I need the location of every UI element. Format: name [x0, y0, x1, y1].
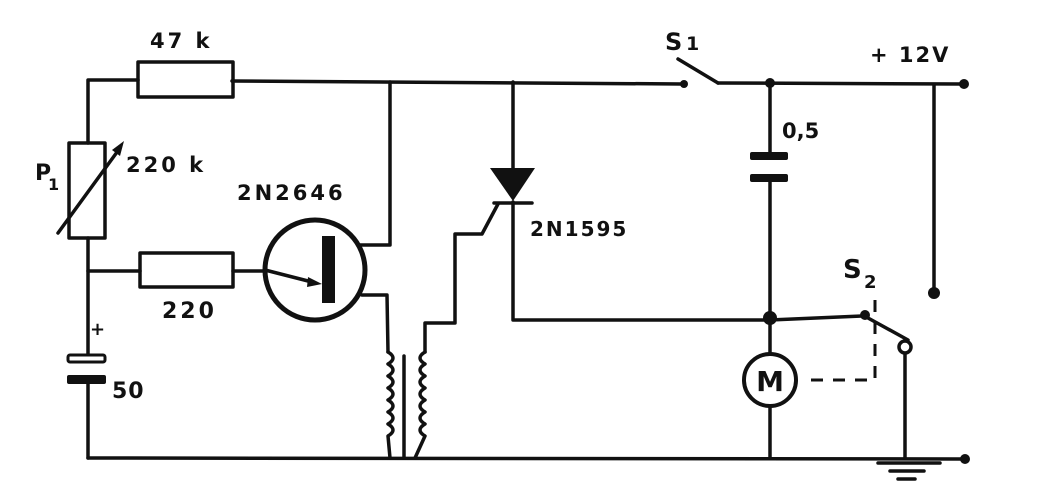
switch-s2[interactable] — [805, 300, 913, 382]
wires — [86, 78, 967, 461]
resistor-220 — [138, 251, 235, 289]
capacitor-0-5uf — [750, 152, 788, 182]
label-47k: 47 k — [150, 29, 213, 53]
resistor-47k — [136, 60, 235, 99]
label-p1: P — [35, 161, 51, 186]
label-s2-sub: 2 — [864, 272, 877, 293]
label-p1-sub: 1 — [48, 175, 59, 194]
switch-s1[interactable] — [676, 57, 720, 88]
scr-thyristor — [490, 168, 535, 205]
label-0-5: 0,5 — [782, 119, 819, 143]
label-220: 220 — [162, 299, 217, 324]
junction-dot — [763, 311, 777, 325]
terminal-plus12v — [959, 79, 969, 89]
pulse-transformer — [386, 350, 427, 460]
ujt-transistor — [262, 217, 368, 323]
capacitor-50uf — [66, 353, 107, 384]
motor: M — [742, 352, 798, 408]
terminal-ground — [960, 454, 970, 464]
label-plus: + — [90, 319, 105, 340]
junction-dot — [765, 78, 775, 88]
label-s1: S — [665, 28, 682, 56]
label-2n1595: 2N1595 — [530, 217, 628, 241]
label-s2: S — [843, 255, 862, 285]
ground-icon — [876, 461, 942, 481]
label-s1-sub: 1 — [686, 33, 699, 55]
label-220k: 220 k — [126, 153, 206, 177]
label-12v: + 12V — [870, 43, 950, 67]
terminal-dot — [928, 287, 940, 299]
label-50: 50 — [112, 379, 145, 404]
potentiometer-p1 — [56, 141, 124, 240]
motor-label: M — [756, 365, 784, 398]
label-2n2646: 2N2646 — [237, 181, 346, 205]
